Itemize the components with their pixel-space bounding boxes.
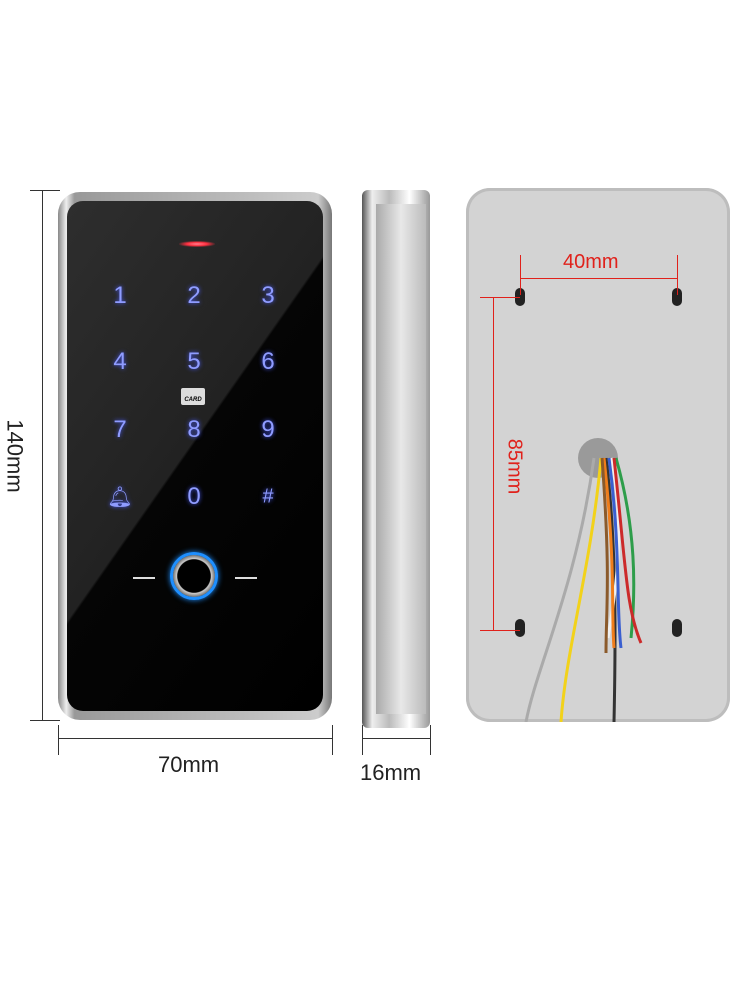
hole-h-dim-tick [677,255,678,295]
wire-bundle [524,457,643,722]
height-dim-tick [30,190,60,191]
key-0[interactable]: 0 [187,483,201,510]
depth-dim-line [362,738,430,739]
key-2[interactable]: 2 [187,282,201,309]
key-hash[interactable]: # [262,485,274,508]
bell-icon[interactable]: 🔔︎ [107,486,133,509]
key-8[interactable]: 8 [187,416,201,443]
mount-hole [515,288,525,306]
width-label: 70mm [158,752,220,777]
width-dim-line [58,738,332,739]
glass-panel: 1 2 3 4 5 6 CARD 7 8 9 🔔︎ 0 # [67,201,323,711]
hole-horizontal-label: 40mm [563,251,619,273]
fingerprint-sensor[interactable] [170,552,218,600]
hole-v-dim-line [493,297,494,630]
key-3[interactable]: 3 [261,282,275,309]
hole-v-dim-tick [480,630,520,631]
key-6[interactable]: 6 [261,348,275,375]
key-1[interactable]: 1 [113,282,127,309]
fingerprint-line-left [133,577,155,579]
height-dim-line [42,190,43,720]
fingerprint-line-right [235,577,257,579]
width-dim-tick [332,725,333,755]
depth-dim-tick [430,725,431,755]
keypad-front-view: 1 2 3 4 5 6 CARD 7 8 9 🔔︎ 0 # [58,192,332,720]
key-4[interactable]: 4 [113,348,127,375]
width-dim-tick [58,725,59,755]
card-label: CARD [184,397,202,403]
mount-hole [515,619,525,637]
height-label: 140mm [2,419,28,493]
led-indicator [179,241,215,247]
keypad-back-view [466,188,730,722]
hole-h-dim-line [520,278,677,279]
keypad-side-view [362,190,430,728]
hole-vertical-label: 85mm [503,438,526,495]
depth-label: 16mm [360,760,422,785]
card-reader-icon: CARD [181,388,205,405]
hole-v-dim-tick [480,297,520,298]
mount-hole [672,288,682,306]
side-surface [376,204,426,714]
key-7[interactable]: 7 [113,416,127,443]
key-5[interactable]: 5 [187,348,201,375]
height-dim-tick [30,720,60,721]
mount-hole [672,619,682,637]
key-9[interactable]: 9 [261,416,275,443]
hole-h-dim-tick [520,255,521,295]
depth-dim-tick [362,725,363,755]
